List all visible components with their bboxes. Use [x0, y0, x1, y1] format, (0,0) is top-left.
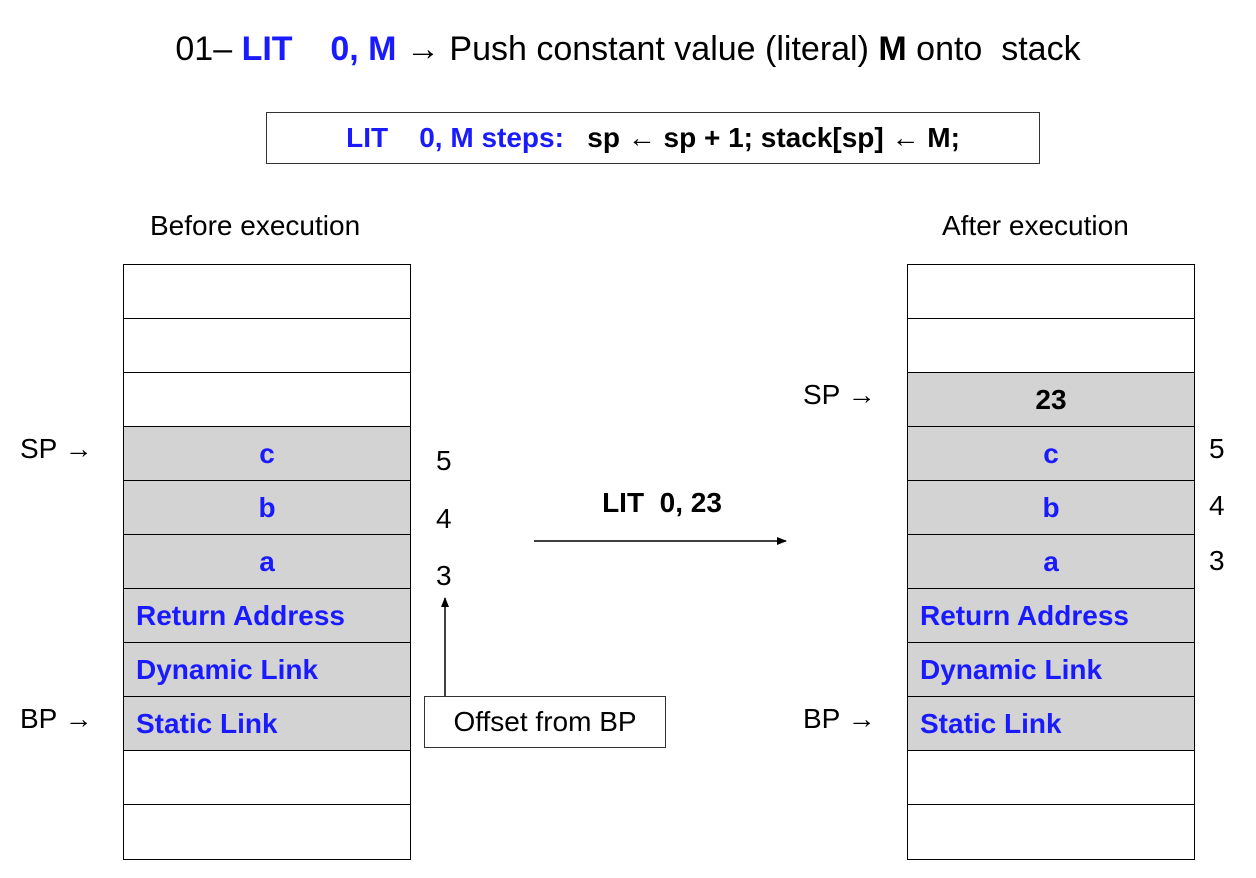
after-caption: After execution: [942, 210, 1129, 241]
title-desc-after: onto stack: [916, 30, 1081, 68]
before-cell-0: [124, 265, 410, 319]
after-cell-0: [908, 265, 1194, 319]
title-arrow: →: [405, 30, 440, 68]
title-instruction: LIT: [241, 30, 293, 68]
after-cell-23: 23: [908, 373, 1194, 427]
before-caption: Before execution: [150, 210, 361, 241]
after-index-5: 5: [1209, 433, 1225, 464]
after-cell-9: [908, 751, 1194, 805]
after-stack: 23 c b a Return Address Dynamic Link Sta…: [907, 264, 1195, 860]
title-desc-before: Push constant value (literal): [449, 30, 869, 68]
after-cell-b: b: [908, 481, 1194, 535]
slide-title: 01– LIT 0, M → Push constant value (lite…: [0, 30, 1256, 69]
before-index-3: 3: [436, 560, 452, 591]
before-sp-pointer: SP →: [20, 433, 93, 464]
operation-label: LIT 0, 23: [602, 487, 722, 518]
steps-box: LIT 0, M steps: sp ← sp + 1; stack[sp] ←…: [266, 112, 1040, 164]
title-args: 0, M: [330, 30, 397, 68]
title-prefix: 01–: [175, 30, 233, 68]
before-index-4: 4: [436, 503, 452, 534]
before-cell-return-address: Return Address: [124, 589, 410, 643]
after-cell-c: c: [908, 427, 1194, 481]
steps-instruction: LIT: [346, 122, 389, 153]
before-cell-b: b: [124, 481, 410, 535]
after-bp-pointer: BP →: [803, 703, 876, 734]
after-index-4: 4: [1209, 490, 1225, 521]
before-cell-a: a: [124, 535, 410, 589]
before-cell-dynamic-link: Dynamic Link: [124, 643, 410, 697]
before-index-5: 5: [436, 445, 452, 476]
after-cell-static-link: Static Link: [908, 697, 1194, 751]
after-cell-1: [908, 319, 1194, 373]
title-desc-bold: M: [878, 30, 907, 68]
steps-formula: sp ← sp + 1; stack[sp] ← M;: [587, 122, 960, 153]
steps-args: 0, M steps:: [419, 122, 564, 153]
after-cell-return-address: Return Address: [908, 589, 1194, 643]
before-cell-static-link: Static Link: [124, 697, 410, 751]
after-sp-pointer: SP →: [803, 379, 876, 410]
after-cell-a: a: [908, 535, 1194, 589]
before-cell-1: [124, 319, 410, 373]
offset-from-bp-box: Offset from BP: [424, 696, 666, 748]
before-bp-pointer: BP →: [20, 703, 93, 734]
before-cell-c: c: [124, 427, 410, 481]
before-stack: c b a Return Address Dynamic Link Static…: [123, 264, 411, 860]
before-cell-9: [124, 751, 410, 805]
before-cell-2: [124, 373, 410, 427]
after-cell-dynamic-link: Dynamic Link: [908, 643, 1194, 697]
after-index-3: 3: [1209, 545, 1225, 576]
